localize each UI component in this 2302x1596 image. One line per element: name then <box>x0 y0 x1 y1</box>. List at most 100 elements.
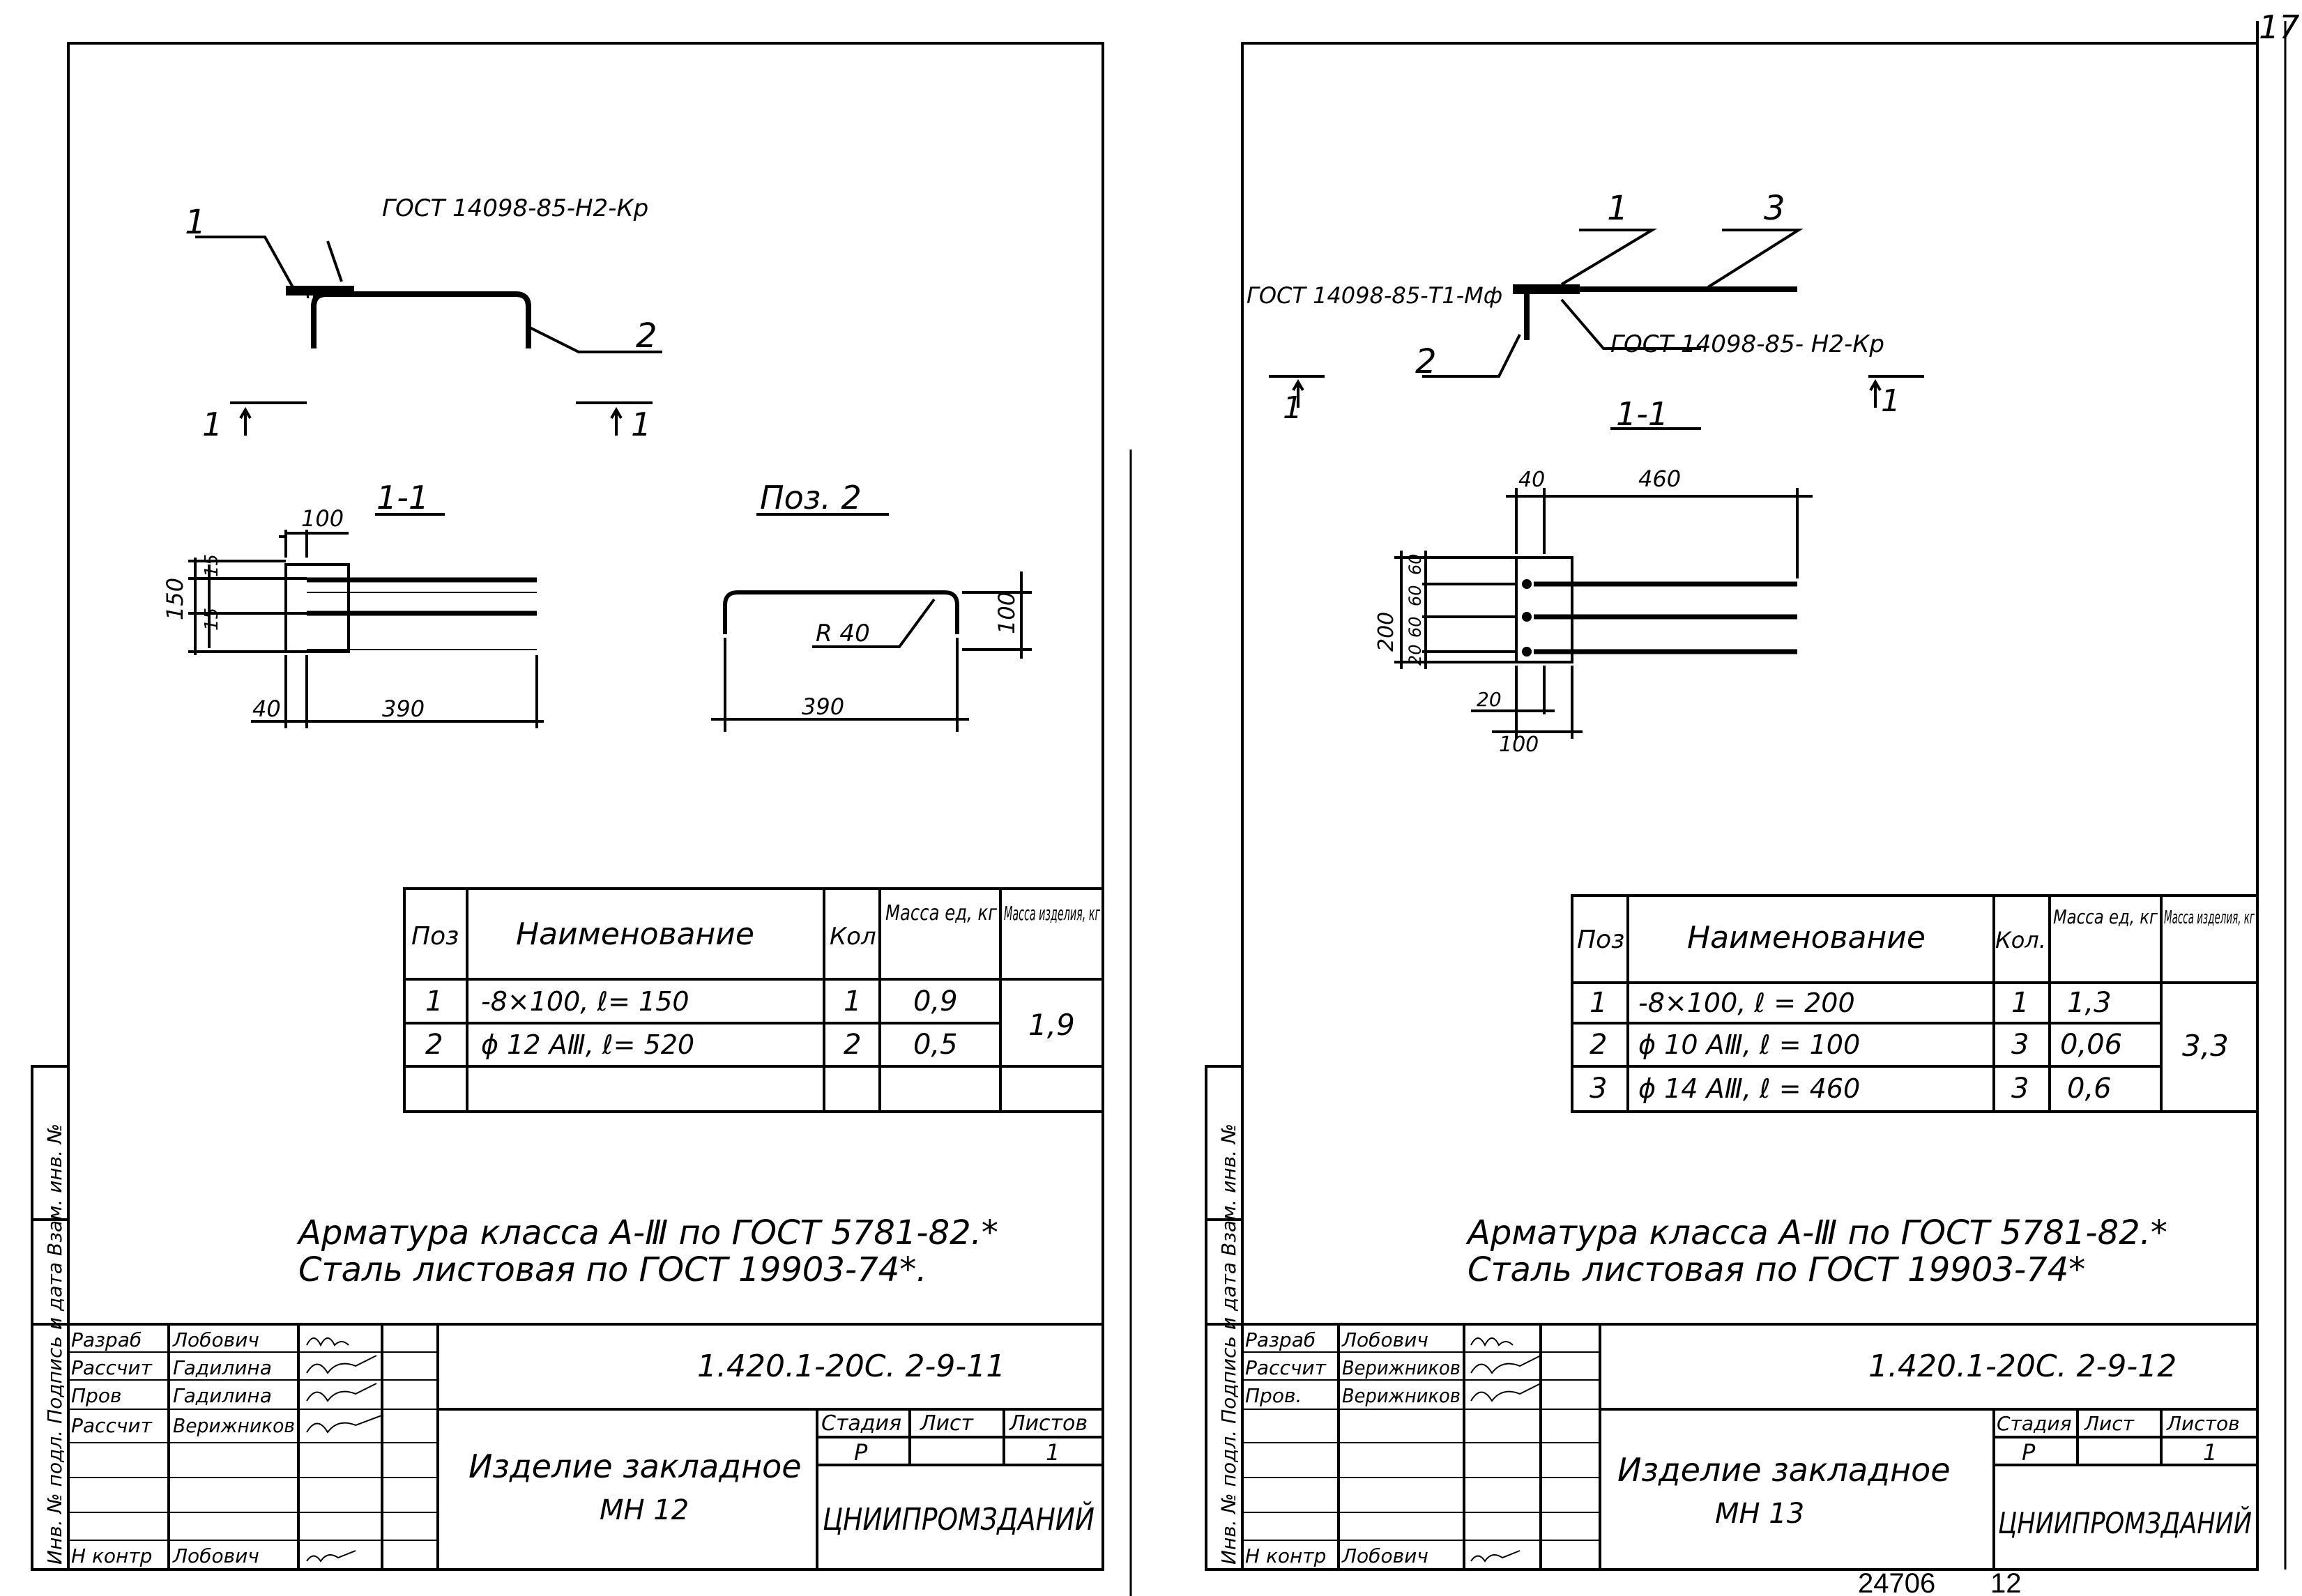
right-signer-role-1: Рассчит <box>1245 1356 1327 1379</box>
left-th-mass-item: Масса изделия, кг <box>1004 902 1100 925</box>
left-dim-390: 390 <box>382 696 425 722</box>
right-org: ЦНИИПРОМЗДАНИЙ <box>1998 1505 2252 1540</box>
right-sheets-label: Листов <box>2166 1412 2240 1435</box>
page-number: 12 <box>1990 1568 2022 1596</box>
left-dim-pos-390: 390 <box>802 693 844 720</box>
right-signatures <box>1470 1337 1541 1563</box>
left-stage-label: Стадия <box>821 1411 901 1436</box>
right-th-mass-item: Масса изделия, кг <box>2164 907 2255 928</box>
right-title-block-lines <box>1242 1323 2257 1570</box>
right-section-view <box>1394 427 1813 739</box>
right-signer-name-1: Верижников <box>1342 1356 1461 1379</box>
left-signer-role-1: Рассчит <box>71 1356 153 1379</box>
right-signer-name-2: Верижников <box>1342 1384 1461 1407</box>
left-row1-qty: 1 <box>844 985 861 1018</box>
left-item-name-2: МН 12 <box>600 1494 689 1526</box>
right-th-pos: Поз <box>1577 926 1624 954</box>
left-signer-role-0: Разраб <box>71 1328 142 1351</box>
left-signer-role-6: Н контр <box>71 1544 152 1567</box>
right-note-2: Сталь листовая по ГОСТ 19903-74* <box>1468 1250 2085 1289</box>
right-callout-2: 2 <box>1415 342 1437 381</box>
right-section-mark-b: 1 <box>1881 383 1900 419</box>
left-doc-code: 1.420.1-20С. 2-9-11 <box>697 1349 1005 1384</box>
left-part-view <box>195 236 662 436</box>
right-signer-role-6: Н контр <box>1245 1544 1326 1567</box>
right-doc-code: 1.420.1-20С. 2-9-12 <box>1868 1349 2177 1384</box>
right-row1-name: -8×100, ℓ = 200 <box>1638 988 1855 1018</box>
left-signer-role-2: Пров <box>71 1384 121 1407</box>
left-pos-title: Поз. 2 <box>760 479 862 516</box>
left-callout-1: 1 <box>185 203 206 242</box>
left-stage-value: Р <box>854 1439 868 1466</box>
right-signer-role-0: Разраб <box>1245 1328 1316 1351</box>
right-note-1: Арматура класса А-Ⅲ по ГОСТ 5781-82.* <box>1465 1213 2167 1252</box>
right-dim-60a: 60 <box>1405 616 1425 638</box>
left-item-name-1: Изделие закладное <box>468 1448 802 1485</box>
right-row3-mass: 0,6 <box>2067 1073 2112 1105</box>
right-part-view <box>1269 229 1924 408</box>
right-weld-note-bottom: ГОСТ 14098-85- Н2-Кр <box>1610 330 1884 358</box>
left-row2-mass: 0,5 <box>913 1029 958 1061</box>
left-sheet <box>31 42 1104 1571</box>
right-total-mass: 3,3 <box>2182 1029 2229 1063</box>
right-row1-pos: 1 <box>1590 987 1607 1019</box>
left-dim-100: 100 <box>301 505 344 532</box>
left-signer-name-6: Лобович <box>172 1544 259 1567</box>
right-callout-3: 3 <box>1764 189 1785 228</box>
right-th-qty: Кол. <box>1995 927 2046 953</box>
corner-mark: 17 <box>2259 8 2300 46</box>
right-signer-name-6: Лобович <box>1341 1544 1428 1567</box>
left-note-2: Сталь листовая по ГОСТ 19903-74*. <box>298 1250 927 1289</box>
left-row1-name: -8×100, ℓ= 150 <box>481 986 689 1017</box>
right-row2-qty: 3 <box>2011 1029 2029 1061</box>
right-sheets-value: 1 <box>2203 1439 2217 1466</box>
left-sheet-label: Лист <box>920 1411 975 1436</box>
right-th-mass-unit: Масса ед, кг <box>2053 905 2158 928</box>
right-th-name: Наименование <box>1687 920 1926 956</box>
left-row2-pos: 2 <box>425 1029 443 1061</box>
left-signer-name-2: Гадилина <box>173 1384 272 1407</box>
right-section-title: 1-1 <box>1616 395 1668 433</box>
left-dim-radius: R 40 <box>816 620 870 647</box>
right-spec-table-lines <box>1571 894 2259 1113</box>
left-sheets-value: 1 <box>1046 1439 1060 1466</box>
right-side-strip: Инв. № подл. Подпись и дата Взам. инв. № <box>1217 1123 1240 1565</box>
left-signer-role-3: Рассчит <box>71 1414 153 1437</box>
right-sheet <box>1205 21 2287 1571</box>
left-row1-mass: 0,9 <box>913 985 958 1018</box>
left-signatures <box>306 1337 384 1563</box>
right-dim-60c: 60 <box>1405 553 1425 575</box>
left-sheets-label: Листов <box>1009 1411 1088 1436</box>
right-dim-200: 200 <box>1374 612 1398 652</box>
left-th-mass-unit: Масса ед, кг <box>885 901 997 926</box>
left-signer-name-3: Верижников <box>173 1414 295 1437</box>
left-th-qty: Кол <box>830 923 876 951</box>
left-dim-40: 40 <box>252 696 281 722</box>
left-dim-15a: 15 <box>201 554 222 577</box>
left-signer-name-1: Гадилина <box>173 1356 272 1379</box>
right-dim-460: 460 <box>1638 466 1681 492</box>
archive-number: 24706 <box>1858 1568 1935 1596</box>
right-dim-40: 40 <box>1518 468 1545 492</box>
left-side-strip: Инв. № подл. Подпись и дата Взам. инв. № <box>43 1123 66 1565</box>
right-item-name-1: Изделие закладное <box>1617 1451 1951 1489</box>
right-signer-name-0: Лобович <box>1341 1328 1428 1351</box>
left-th-pos: Поз <box>411 922 459 951</box>
right-dim-20a: 20 <box>1405 644 1425 666</box>
left-title-block-lines <box>68 1323 1103 1570</box>
left-org: ЦНИИПРОМЗДАНИЙ <box>823 1501 1095 1537</box>
left-row1-pos: 1 <box>425 985 443 1018</box>
right-row1-mass: 1,3 <box>2067 987 2112 1019</box>
right-stage-value: Р <box>2022 1439 2036 1466</box>
right-callout-1: 1 <box>1607 189 1629 228</box>
right-row3-qty: 3 <box>2011 1073 2029 1105</box>
left-section-title: 1-1 <box>376 479 429 516</box>
right-dim-60b: 60 <box>1405 585 1425 606</box>
right-row2-pos: 2 <box>1590 1029 1607 1061</box>
right-row3-name: ϕ 14 АⅢ, ℓ = 460 <box>1638 1073 1860 1104</box>
right-row3-pos: 3 <box>1590 1073 1607 1105</box>
right-weld-note-top: ГОСТ 14098-85-Т1-Мф <box>1247 282 1502 309</box>
right-stage-label: Стадия <box>1997 1412 2071 1435</box>
right-sheet-label: Лист <box>2084 1412 2135 1435</box>
